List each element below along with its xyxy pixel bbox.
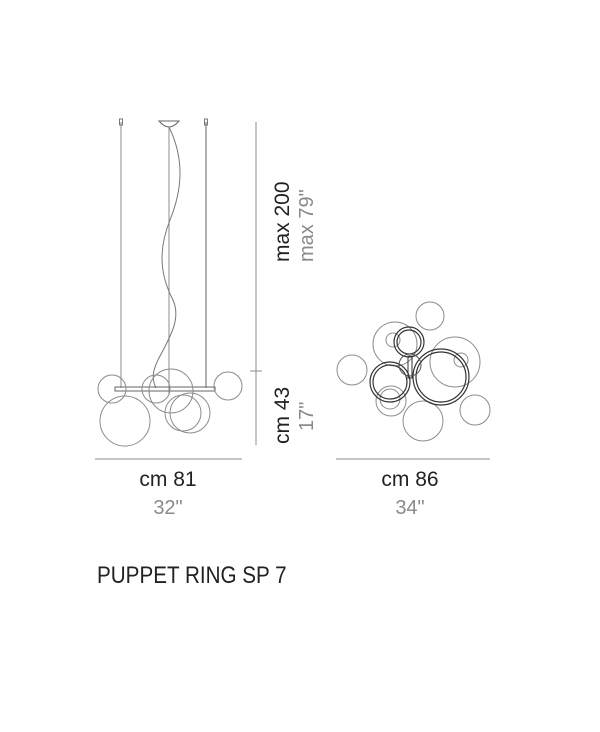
side-view-drawing xyxy=(97,118,243,447)
top-diameter-cm-label: cm 86 xyxy=(381,468,439,491)
max-height-cm-label: max 200 xyxy=(271,181,294,262)
max-height-in-label: max 79" xyxy=(296,189,318,262)
top-diameter-in-label: 34" xyxy=(395,497,425,519)
side-width-cm-label: cm 81 xyxy=(139,468,197,491)
body-height-in-label: 17" xyxy=(296,401,318,431)
body-height-cm-label: cm 43 xyxy=(271,386,294,444)
top-view-drawing xyxy=(336,301,491,442)
height-dimension-line xyxy=(250,122,262,445)
product-title: PUPPET RING SP 7 xyxy=(97,562,287,589)
side-width-in-label: 32" xyxy=(153,497,183,519)
